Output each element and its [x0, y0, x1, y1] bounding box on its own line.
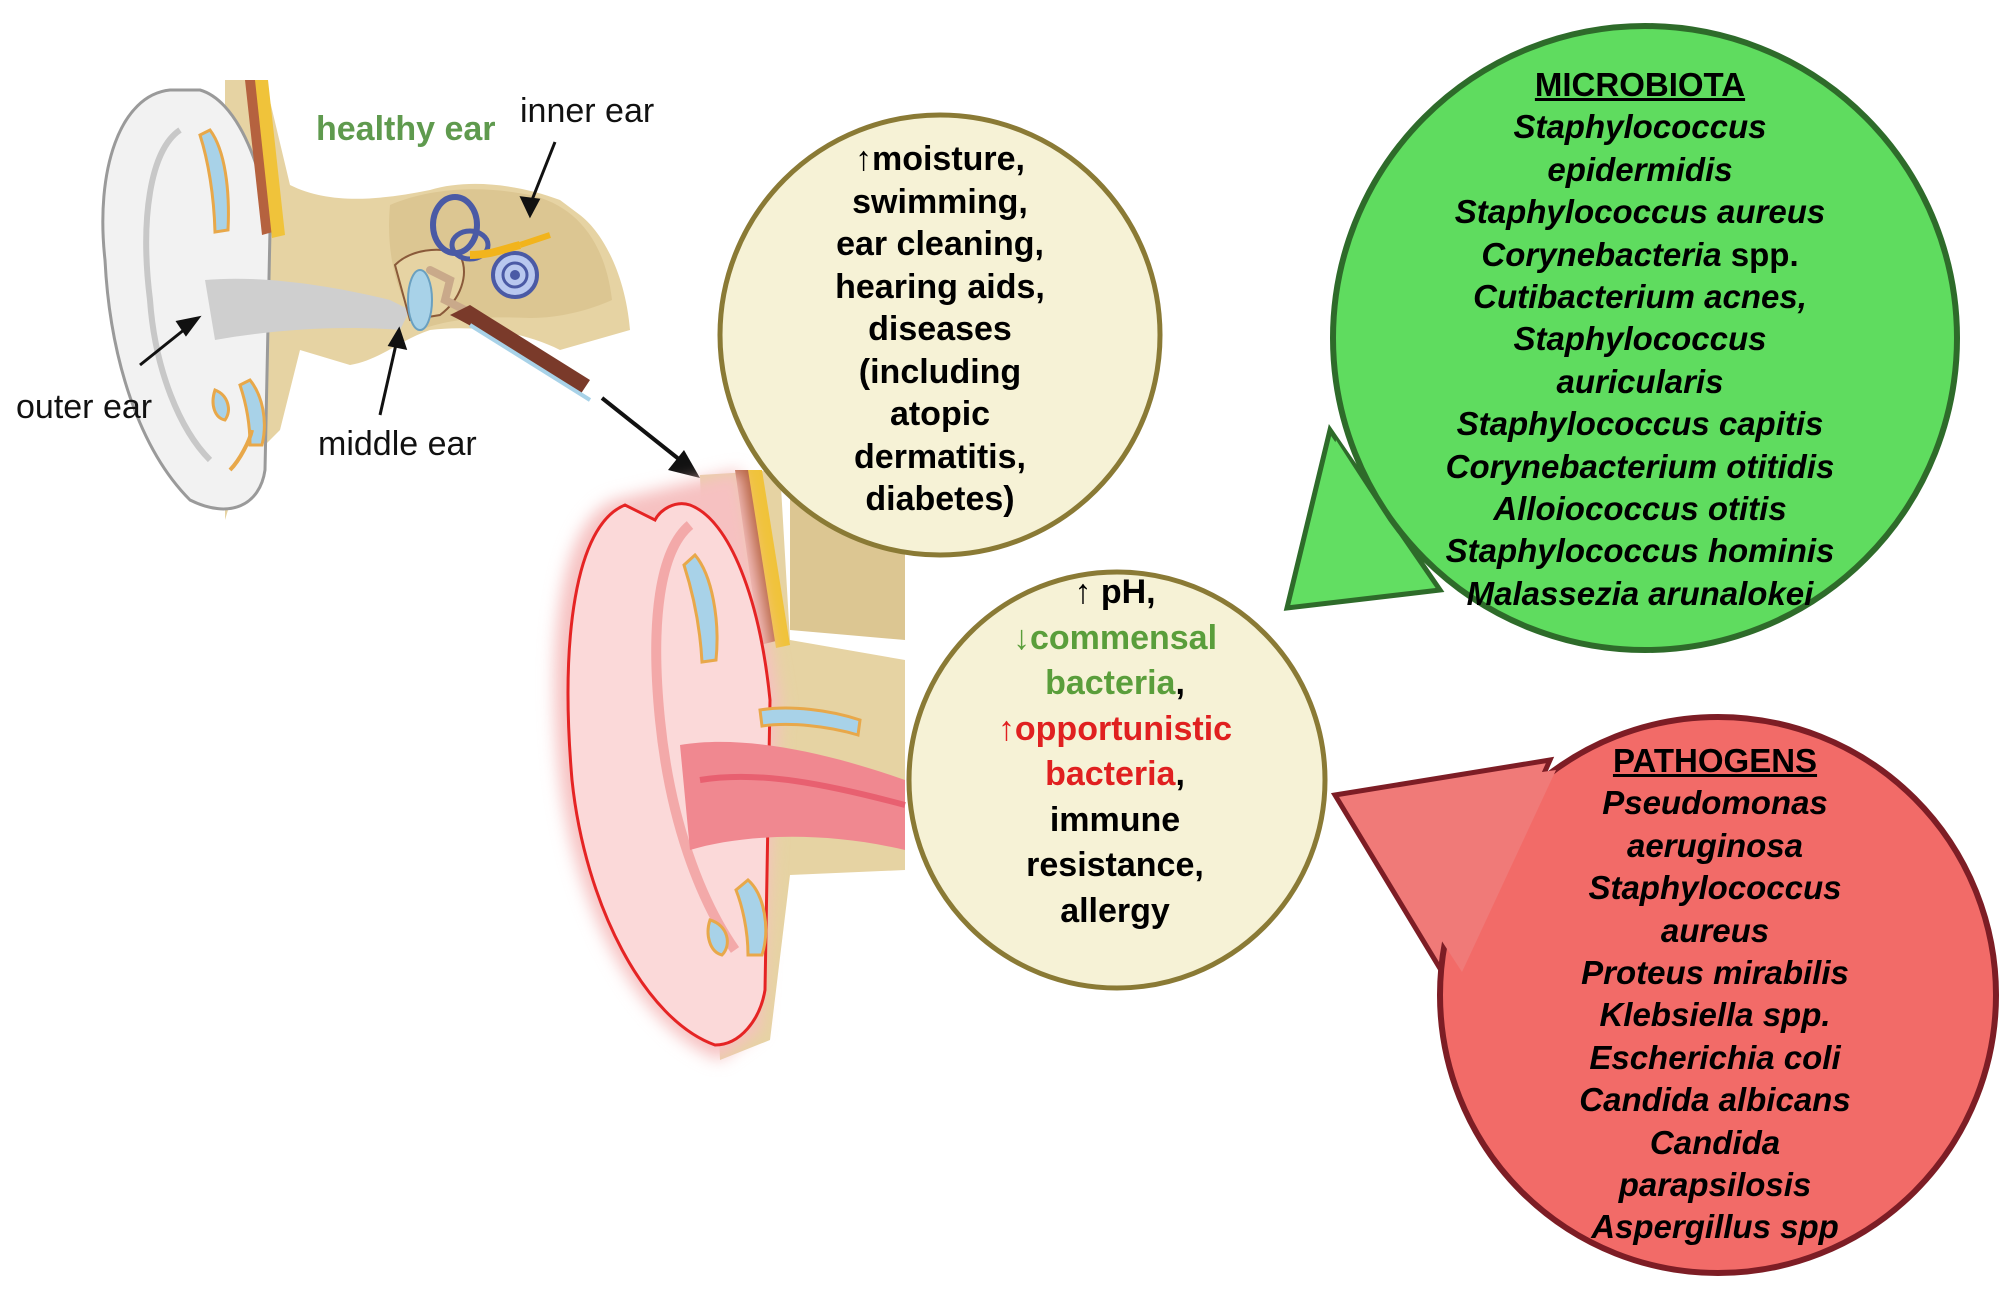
risk-line: dermatitis, [854, 437, 1026, 476]
pathogen-item: Aspergillus spp [1591, 1208, 1839, 1246]
pathogens-list: PATHOGENS Pseudomonas aeruginosa Staphyl… [1465, 740, 1965, 1249]
pathogens-bubble [1330, 714, 1999, 1276]
opportunistic-comma: , [1175, 755, 1185, 793]
healthy-ear-illustration [101, 80, 630, 520]
ear-state-bubble [906, 569, 1328, 991]
microbiota-item: epidermidis [1547, 150, 1733, 188]
pathogen-item: Proteus mirabilis [1581, 954, 1849, 992]
healthy-ear-label: healthy ear [316, 110, 496, 148]
pathogen-item: parapsilosis [1618, 1166, 1812, 1204]
opportunistic-line-1: ↑opportunistic [997, 709, 1233, 748]
microbiota-item: auricularis [1556, 362, 1724, 400]
microbiota-item: Staphylococcus aureus [1454, 193, 1826, 231]
pathogen-item: Staphylococcus [1588, 869, 1842, 907]
risk-factors-text: ↑moisture, swimming, ear cleaning, heari… [740, 138, 1140, 521]
risk-line: hearing aids, [835, 267, 1045, 306]
risk-line: (including [858, 352, 1022, 391]
risk-line: swimming, [852, 182, 1028, 221]
microbiota-list: MICROBIOTA Staphylococcus epidermidis St… [1340, 64, 1940, 615]
inflamed-ear-illustration [554, 470, 906, 1060]
spp-suffix: spp. [1721, 235, 1799, 273]
commensal-comma: , [1175, 664, 1185, 702]
microbiota-item: Cutibacterium acnes, [1473, 278, 1807, 316]
pathogen-item: Candida albicans [1579, 1081, 1851, 1119]
transition-arrow [600, 396, 700, 478]
microbiota-bubble [1283, 23, 1960, 653]
microbiota-item: Staphylococcus capitis [1456, 405, 1824, 443]
pathogen-item: Klebsiella spp. [1599, 996, 1831, 1034]
label-pointer-arrows [139, 141, 557, 416]
immune-line: immune [1049, 800, 1181, 839]
microbiota-item: Staphylococcus [1513, 108, 1767, 146]
pathogens-title: PATHOGENS [1612, 742, 1818, 779]
commensal-line-1: ↓commensal [1012, 618, 1218, 657]
pathogen-item: Escherichia coli [1589, 1038, 1841, 1076]
microbiota-item: Staphylococcus hominis [1445, 532, 1835, 570]
microbiota-item: Alloiococcus otitis [1493, 490, 1787, 528]
commensal-word: bacteria [1045, 664, 1176, 702]
risk-line: diabetes) [865, 480, 1015, 518]
opportunistic-word: bacteria [1045, 755, 1176, 793]
microbiota-item: Corynebacteria spp. [1340, 234, 1940, 276]
ph-line: ↑ pH, [1074, 573, 1156, 611]
microbiota-item: Staphylococcus [1513, 320, 1767, 358]
risk-line: ↑moisture, [854, 140, 1026, 178]
pathogen-item: aureus [1660, 911, 1770, 949]
risk-line: ear cleaning, [836, 225, 1044, 263]
ear-state-text: ↑ pH, ↓commensal bacteria, ↑opportunisti… [940, 570, 1290, 934]
allergy-line: allergy [1060, 891, 1170, 930]
microbiota-item: Corynebacterium otitidis [1445, 447, 1835, 485]
commensal-line-2: bacteria, [940, 661, 1290, 707]
microbiota-title: MICROBIOTA [1534, 66, 1746, 103]
opportunistic-line-2: bacteria, [940, 752, 1290, 798]
risk-line: atopic [889, 395, 991, 433]
resistance-line: resistance, [1026, 846, 1204, 884]
pathogen-item: Pseudomonas [1602, 784, 1828, 822]
pathogen-item: Candida [1649, 1123, 1781, 1161]
inner-ear-label: inner ear [520, 92, 655, 130]
microbiota-genus: Corynebacteria [1481, 235, 1722, 273]
outer-ear-label: outer ear [16, 388, 153, 426]
risk-factors-bubble [717, 112, 1163, 558]
risk-line: diseases [868, 310, 1012, 348]
middle-ear-label: middle ear [318, 425, 477, 463]
pathogen-item: aeruginosa [1626, 826, 1804, 864]
microbiota-item: Malassezia arunalokei [1466, 574, 1814, 612]
